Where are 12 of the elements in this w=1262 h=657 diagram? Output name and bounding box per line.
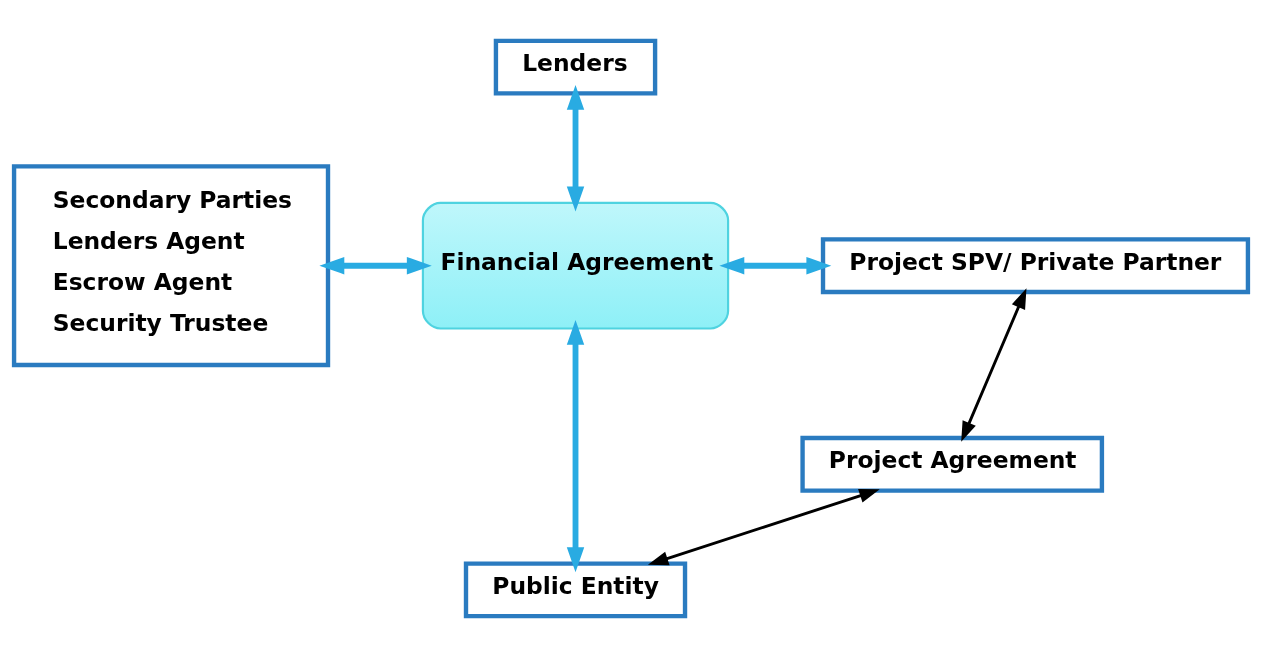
arrow xyxy=(719,257,832,275)
arrow xyxy=(961,288,1027,442)
arrow xyxy=(566,319,585,573)
node-box: Public Entity xyxy=(463,561,688,619)
node-box: Lenders xyxy=(493,38,658,96)
arrow xyxy=(319,257,432,275)
node-box: Project SPV/ Private Partner xyxy=(820,237,1251,295)
node-box: Secondary Parties Lenders Agent Escrow Agent Security Trustee xyxy=(11,164,331,368)
arrow xyxy=(566,84,585,212)
node-box: Project Agreement xyxy=(800,435,1105,493)
arrow xyxy=(647,488,880,566)
node-box: Financial Agreement xyxy=(421,201,730,330)
